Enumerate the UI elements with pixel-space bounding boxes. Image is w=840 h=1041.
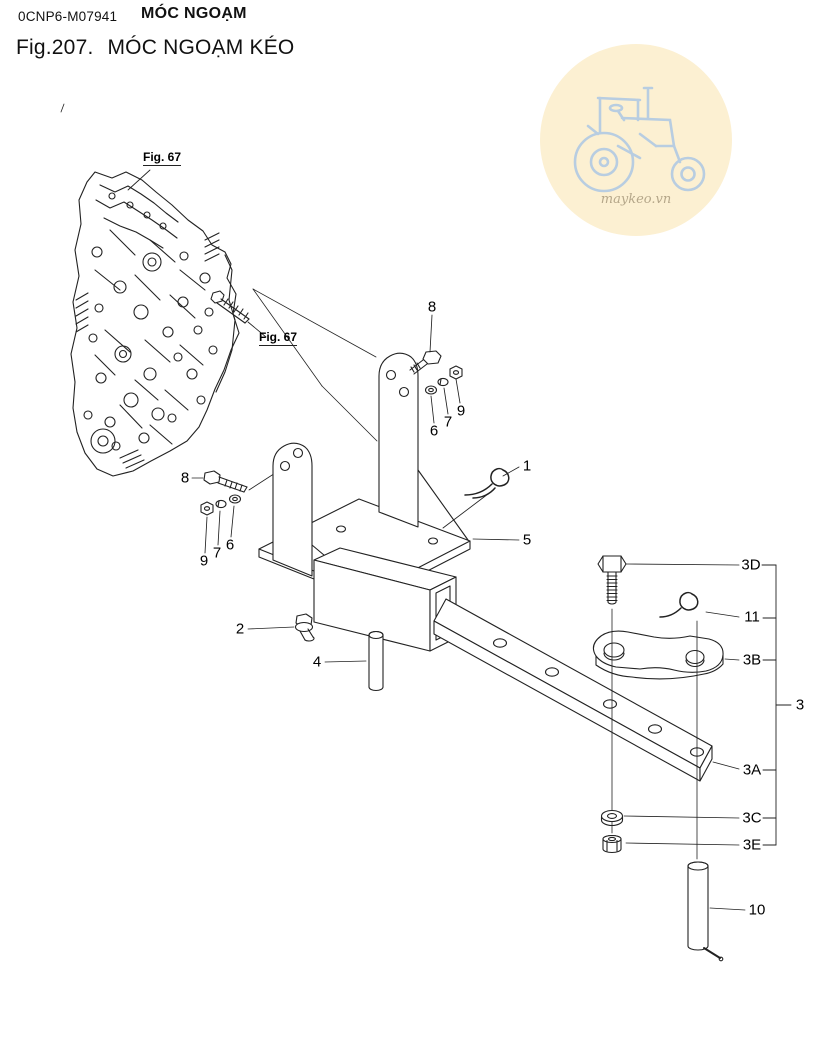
callout-3c: 3C <box>742 809 762 827</box>
callout-3: 3 <box>795 696 805 714</box>
watermark-site-text: maykeo.vn <box>600 191 672 207</box>
r-pin-1-illustration <box>464 467 510 499</box>
figure-name: MÓC NGOẠM KÉO <box>107 36 295 59</box>
bolt-8-top-illustration <box>409 350 442 375</box>
bolt-3d-illustration <box>597 555 627 605</box>
figure-title: Fig.207. MÓC NGOẠM KÉO <box>16 36 294 60</box>
pin-4-illustration <box>368 630 384 692</box>
callout-6-top: 6 <box>429 422 439 440</box>
callout-11: 11 <box>744 608 760 626</box>
clevis-plate-illustration <box>592 630 724 680</box>
fig67-reference-mid: Fig. 67 <box>259 330 298 346</box>
bracket-assembly-illustration <box>258 352 471 652</box>
washer-6-left-illustration <box>228 494 242 504</box>
callout-10: 10 <box>748 901 766 919</box>
callout-3a: 3A <box>742 761 762 779</box>
washer-6-top-illustration <box>424 385 438 395</box>
stud-illustration <box>210 290 250 324</box>
callout-1: 1 <box>522 457 532 475</box>
leader-lines <box>127 169 746 911</box>
drawbar-illustration <box>433 598 713 782</box>
callout-6-left: 6 <box>225 536 235 554</box>
section-title: MÓC NGOẠM <box>141 5 247 22</box>
callout-3d: 3D <box>741 556 761 574</box>
nut-9-left-illustration <box>200 501 214 516</box>
nut-9-top-illustration <box>449 365 463 380</box>
group-3-bracket <box>761 564 792 846</box>
callout-7-top: 7 <box>443 413 453 431</box>
assembly-centerlines <box>611 608 698 860</box>
bolt-8-left-illustration <box>203 470 248 493</box>
spring-washer-7-top-illustration <box>437 377 449 387</box>
hitch-pin-10-illustration <box>687 861 724 962</box>
bolt-2-illustration <box>294 613 315 642</box>
document-code: 0CNP6-M07941 <box>18 9 118 24</box>
tractor-icon <box>573 86 706 192</box>
callout-3e: 3E <box>742 836 762 854</box>
nut-3e-illustration <box>602 834 622 854</box>
watermark: maykeo.vn <box>540 44 732 236</box>
callout-8-left: 8 <box>180 469 190 487</box>
callout-2: 2 <box>235 620 245 638</box>
callout-9-left: 9 <box>199 552 209 570</box>
washer-3c-illustration <box>600 809 624 827</box>
r-pin-11-illustration <box>659 591 699 618</box>
callout-5: 5 <box>522 531 532 549</box>
callout-3b: 3B <box>742 651 762 669</box>
callout-9-top: 9 <box>456 402 466 420</box>
callout-8-top: 8 <box>427 298 437 316</box>
callout-7-left: 7 <box>212 544 222 562</box>
engine-block-illustration <box>70 171 240 477</box>
alignment-guide-lines <box>60 103 378 491</box>
fig67-reference-top: Fig. 67 <box>143 150 182 166</box>
spring-washer-7-left-illustration <box>215 499 227 509</box>
figure-number: Fig.207. <box>16 36 94 59</box>
callout-4: 4 <box>312 653 322 671</box>
